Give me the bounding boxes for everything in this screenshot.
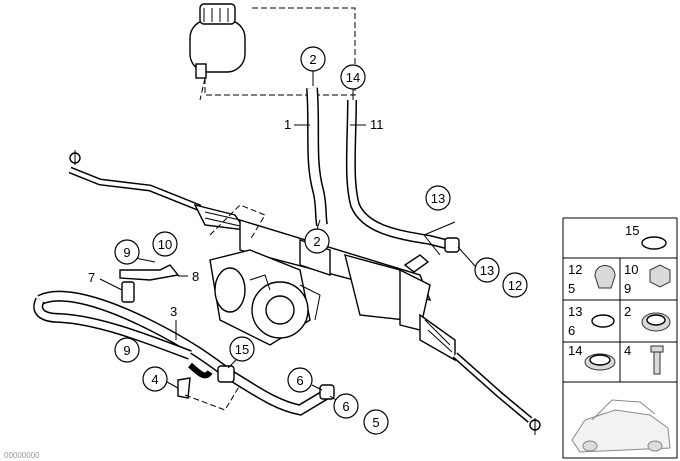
reservoir-leader <box>204 7 356 96</box>
svg-text:4: 4 <box>624 343 631 358</box>
svg-text:5: 5 <box>568 281 575 296</box>
label-11: 11 <box>350 117 384 132</box>
svg-text:5: 5 <box>372 415 379 430</box>
svg-text:2: 2 <box>309 52 316 67</box>
callout-2-mid: 2 <box>304 219 330 254</box>
callout-9-left: 9 <box>114 337 140 363</box>
label-7: 7 <box>88 270 123 291</box>
svg-text:1: 1 <box>284 117 291 132</box>
callout-9-top: 9 <box>114 239 140 265</box>
nut-10-icon <box>649 264 671 288</box>
svg-text:14: 14 <box>568 343 582 358</box>
bracket-4 <box>177 377 191 399</box>
callout-15: 15 <box>227 336 255 369</box>
hose-1 <box>307 87 327 226</box>
callout-10: 10 <box>152 231 178 257</box>
footer-code: 00000000 <box>4 451 40 460</box>
svg-text:9: 9 <box>123 245 130 260</box>
rack-leader <box>209 204 266 241</box>
svg-text:13: 13 <box>568 304 582 319</box>
plug-12-icon <box>594 265 616 289</box>
reservoir <box>189 3 246 79</box>
svg-text:13: 13 <box>480 263 494 278</box>
clamp-15 <box>217 365 235 383</box>
label-8: 8 <box>178 269 199 284</box>
steering-rack <box>68 150 541 435</box>
svg-text:3: 3 <box>170 304 177 319</box>
fitting-6 <box>319 384 335 400</box>
car-silhouette-icon <box>571 399 671 453</box>
hose-11 <box>347 99 451 249</box>
callout-5: 5 <box>363 409 389 435</box>
svg-text:2: 2 <box>313 234 320 249</box>
callout-12-right: 12 <box>502 272 528 298</box>
label-3: 3 <box>170 304 177 340</box>
svg-text:10: 10 <box>624 262 638 277</box>
callout-13-right: 13 <box>457 246 500 283</box>
label-1: 1 <box>284 117 310 132</box>
grommet-7 <box>121 281 135 303</box>
bolt-4-icon <box>650 345 664 353</box>
callout-6-a: 6 <box>287 367 323 393</box>
svg-text:8: 8 <box>192 269 199 284</box>
svg-text:10: 10 <box>158 237 172 252</box>
hose-11-fitting <box>444 237 460 253</box>
callout-13-top: 13 <box>425 185 451 211</box>
svg-text:11: 11 <box>370 117 384 132</box>
callout-6-b: 6 <box>329 393 359 419</box>
svg-text:6: 6 <box>568 323 575 338</box>
o-ring-15-icon <box>641 236 667 250</box>
callout-2-top: 2 <box>300 46 326 86</box>
svg-text:7: 7 <box>88 270 95 285</box>
parts-panel: 15 12 5 10 9 13 6 2 14 4 <box>562 217 678 459</box>
svg-text:4: 4 <box>151 372 158 387</box>
svg-text:6: 6 <box>296 373 303 388</box>
svg-text:15: 15 <box>235 342 249 357</box>
hose-3 <box>38 292 328 415</box>
svg-text:9: 9 <box>123 343 130 358</box>
bracket-10 <box>119 264 180 281</box>
seal-13-icon <box>591 314 615 328</box>
callout-14: 14 <box>340 64 366 100</box>
callout-4: 4 <box>142 366 179 392</box>
svg-text:6: 6 <box>342 399 349 414</box>
svg-text:12: 12 <box>508 278 522 293</box>
svg-text:2: 2 <box>624 304 631 319</box>
svg-text:9: 9 <box>624 281 631 296</box>
svg-text:12: 12 <box>568 262 582 277</box>
svg-text:13: 13 <box>431 191 445 206</box>
svg-text:14: 14 <box>346 70 360 85</box>
svg-text:15: 15 <box>625 223 639 238</box>
